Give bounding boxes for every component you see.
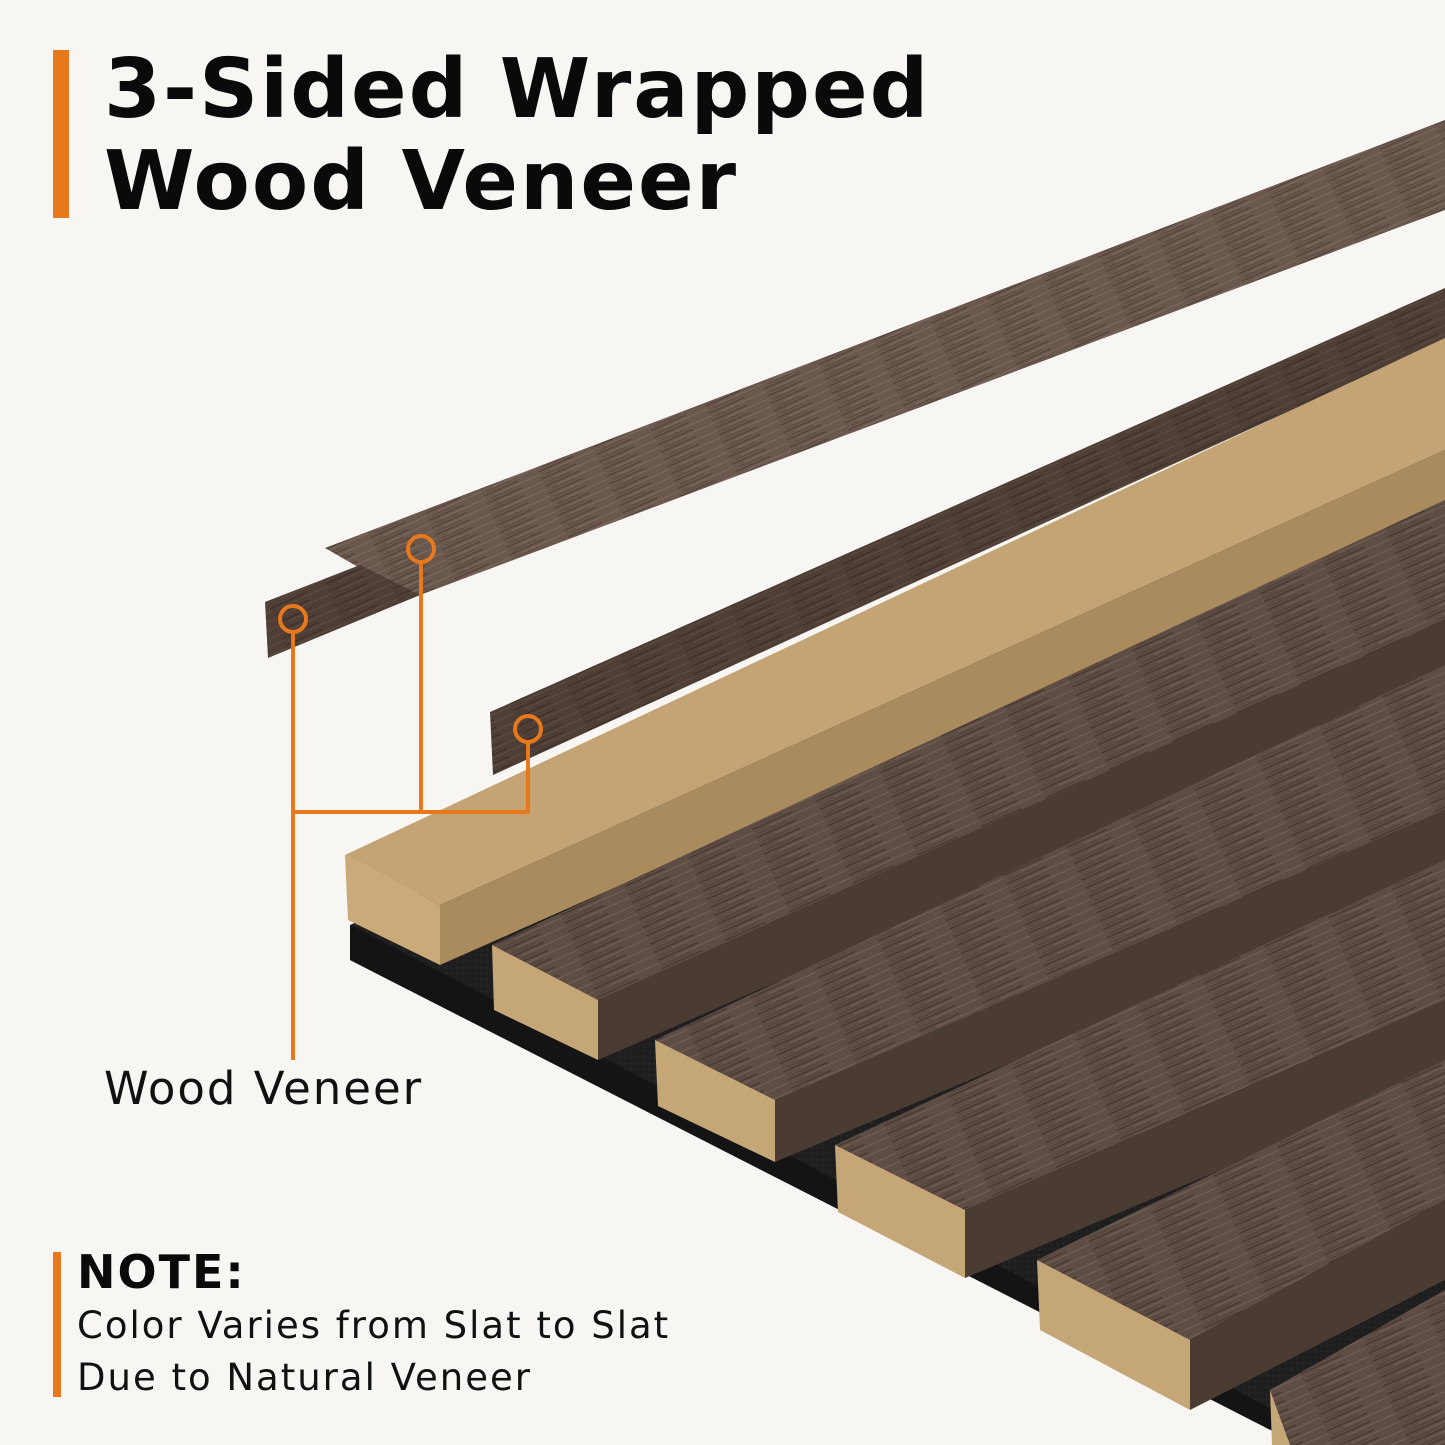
callout-connector [278,534,543,1060]
veneered-slat-5 [1270,1290,1445,1445]
veneered-slat-1 [492,500,1445,1060]
mdf-core-slat [345,338,1445,965]
veneered-slat-4 [1037,1060,1445,1410]
note-accent-bar [53,1252,61,1397]
top-veneer-strip [325,120,1445,595]
side-veneer-strip [265,565,420,658]
bottom-side-veneer-strip [490,288,1445,775]
note-block: NOTE: Color Varies from Slat to Slat Due… [77,1244,670,1404]
veneered-slat-2 [655,665,1445,1162]
callout-label: Wood Veneer [104,1062,424,1115]
title-line-1: 3-Sided Wrapped [104,42,931,137]
note-line-1: Color Varies from Slat to Slat [77,1304,671,1347]
note-line-2: Due to Natural Veneer [77,1356,532,1399]
title-line-2: Wood Veneer [104,134,739,229]
veneered-slat-3 [835,860,1445,1278]
page-title: 3-Sided Wrapped Wood Veneer [104,44,930,228]
note-heading: NOTE: [77,1245,246,1299]
title-accent-bar [53,50,69,218]
